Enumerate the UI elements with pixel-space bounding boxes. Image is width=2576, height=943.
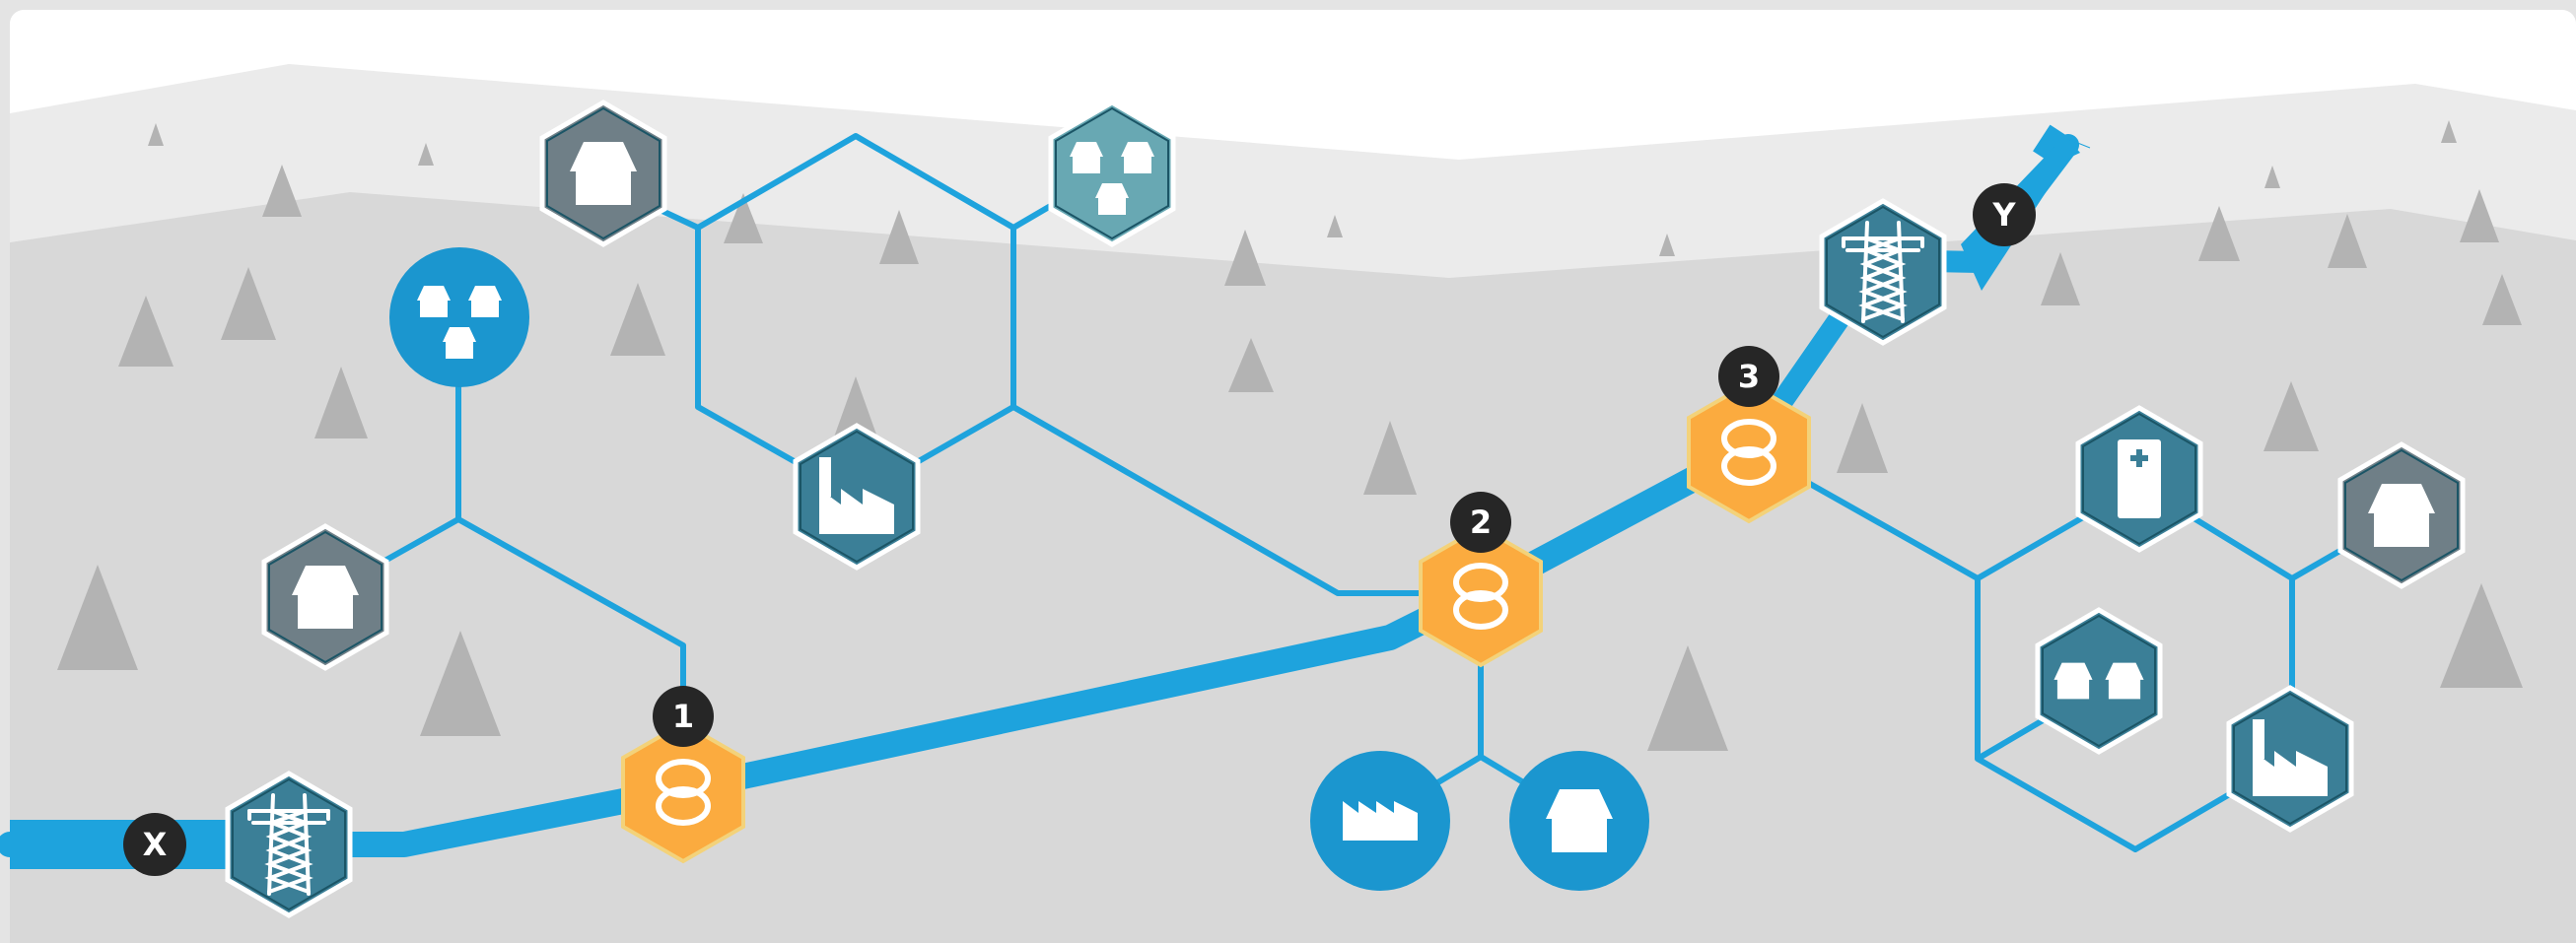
house-left-node bbox=[261, 523, 389, 671]
house-top-node bbox=[539, 100, 667, 247]
distribution-lines bbox=[323, 133, 2403, 852]
hospital-node bbox=[2075, 405, 2203, 553]
factory-circle-node bbox=[1310, 751, 1450, 891]
house-circle-node bbox=[1509, 751, 1649, 891]
transformer-1-marker bbox=[653, 686, 714, 747]
house-right-node bbox=[2337, 441, 2466, 589]
houses-circle-left-node bbox=[389, 247, 529, 387]
transformer-2-label: 2 bbox=[1470, 504, 1492, 541]
house-icon bbox=[570, 142, 637, 205]
house-icon bbox=[2368, 484, 2435, 547]
transformer-3: 3 bbox=[1687, 346, 1811, 524]
houses-top-right-node bbox=[1048, 100, 1176, 247]
endpoint-end: Y bbox=[1973, 183, 2036, 246]
power-pylon-start-node bbox=[225, 771, 353, 918]
factory-right-node bbox=[2226, 685, 2354, 833]
factory-top-node bbox=[793, 423, 921, 571]
trees bbox=[57, 120, 2523, 751]
power-pylon-end-node bbox=[1819, 198, 1947, 346]
house-icon bbox=[1546, 789, 1613, 852]
endpoint-start: X bbox=[123, 813, 186, 876]
hospital-icon bbox=[2118, 439, 2161, 518]
transformer-2: 2 bbox=[1419, 492, 1543, 668]
house-icon bbox=[292, 566, 359, 629]
endpoint-start-label: X bbox=[143, 826, 168, 863]
transformer-2-marker bbox=[1450, 492, 1511, 553]
endpoint-end-label: Y bbox=[1991, 196, 2016, 234]
transformer-1: 1 bbox=[621, 686, 745, 864]
transformer-3-label: 3 bbox=[1738, 358, 1760, 395]
transformer-1-label: 1 bbox=[672, 698, 694, 735]
houses-right-node bbox=[2035, 607, 2163, 755]
transformer-3-marker bbox=[1718, 346, 1779, 407]
